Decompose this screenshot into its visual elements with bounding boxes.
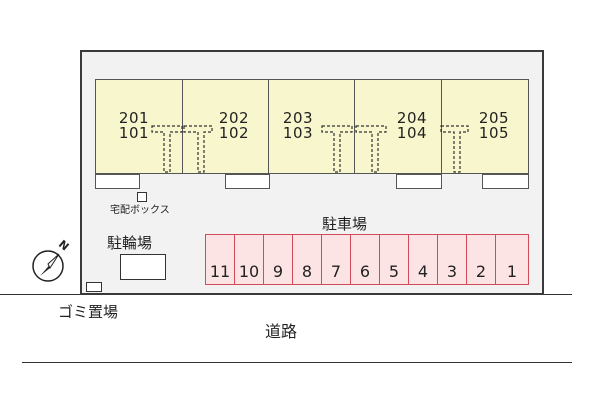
delivery-box-label: 宅配ボックス	[110, 205, 170, 216]
parking-stall	[205, 234, 235, 285]
ground-line-right	[542, 294, 572, 295]
unit-number-upper: 204	[396, 109, 428, 127]
garbage-label: ゴミ置場	[58, 303, 119, 321]
entry-outline	[440, 125, 469, 173]
parking-number: 5	[388, 262, 400, 281]
entry-outline	[151, 125, 183, 173]
parking-number: 4	[417, 262, 429, 281]
unit-number-upper: 205	[478, 109, 510, 127]
entry-outline	[321, 125, 353, 173]
unit-number-lower: 103	[282, 124, 314, 142]
balcony	[95, 174, 140, 189]
unit-205-105	[441, 79, 529, 174]
parking-number: 9	[272, 262, 284, 281]
balcony	[396, 174, 442, 189]
parking-number: 7	[330, 262, 342, 281]
balcony	[482, 174, 529, 189]
parking-stall	[350, 234, 380, 285]
parking-number: 11	[209, 262, 231, 281]
parking-label: 駐車場	[322, 215, 368, 233]
unit-number-lower: 105	[478, 124, 510, 142]
parking-stall	[292, 234, 322, 285]
unit-number-upper: 202	[218, 109, 250, 127]
parking-stall	[234, 234, 264, 285]
road-label: 道路	[265, 322, 298, 341]
unit-number-lower: 104	[396, 124, 428, 142]
entry-outline	[183, 125, 213, 173]
parking-number: 2	[475, 262, 487, 281]
north-arrow-icon	[32, 250, 64, 282]
balcony	[225, 174, 270, 189]
parking-stall	[495, 234, 529, 285]
parking-number: 8	[301, 262, 313, 281]
bicycle-parking-area	[120, 254, 166, 280]
parking-stall	[321, 234, 351, 285]
unit-number-upper: 203	[282, 109, 314, 127]
entry-outline	[355, 125, 387, 173]
garbage-area	[86, 282, 102, 292]
parking-stall	[379, 234, 409, 285]
bicycle-parking-label: 駐輪場	[107, 234, 153, 252]
unit-number-upper: 201	[118, 109, 150, 127]
unit-number-lower: 102	[218, 124, 250, 142]
parking-number: 3	[446, 262, 458, 281]
parking-stall	[466, 234, 496, 285]
parking-number: 10	[238, 262, 260, 281]
parking-number: 6	[359, 262, 371, 281]
parking-number: 1	[506, 262, 518, 281]
road-edge-line	[22, 362, 572, 363]
unit-number-lower: 101	[118, 124, 150, 142]
delivery-box	[137, 192, 147, 202]
ground-line-left	[0, 294, 82, 295]
